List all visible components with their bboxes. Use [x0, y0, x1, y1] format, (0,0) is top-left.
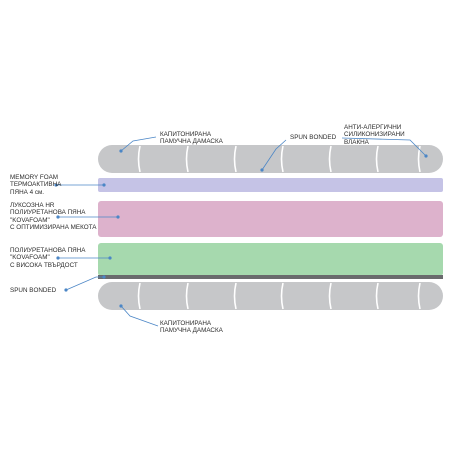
leader-spun-bonded-bottom — [65, 276, 104, 291]
label-line: ПОЛИУРЕТАНОВА ПЯНА — [10, 209, 86, 217]
label-hr-foam: ЛУКСОЗНА HR ПОЛИУРЕТАНОВА ПЯНА "KOVAFOAM… — [10, 202, 96, 232]
label-line: SPUN BONDED — [10, 287, 57, 294]
label-line: ПАМУЧНА ДАМАСКА — [160, 138, 223, 146]
label-line: ПОЛИУРЕТАНОВА ПЯНА — [10, 247, 86, 254]
bottom-damask-layer — [98, 282, 443, 310]
label-line: ВЛАКНА — [344, 138, 369, 146]
top-damask-body — [98, 145, 443, 173]
leader-spun-bonded-top — [261, 139, 287, 171]
hr-foam-layer — [98, 201, 443, 237]
label-line: СИЛИКОНИЗИРАНИ — [344, 131, 405, 139]
label-bottom-damask: КАПИТОНИРАНА ПАМУЧНА ДАМАСКА — [160, 320, 223, 335]
label-line: ЛУКСОЗНА HR — [10, 202, 55, 209]
polyurethane-foam-layer — [98, 243, 443, 276]
label-line: С ОПТИМИЗИРАНА МЕКОТА — [10, 224, 97, 232]
label-line: SPUN BONDED — [290, 134, 337, 141]
label-line: ПЯНА 4 см. — [10, 188, 45, 196]
leader-top-damask — [120, 136, 157, 152]
bottom-damask-quilting — [137, 282, 421, 310]
label-polyurethane-foam: ПОЛИУРЕТАНОВА ПЯНА "KOVAFOAM" С ВИСОКА Т… — [10, 247, 85, 269]
leader-dots — [54, 149, 428, 308]
label-line: ПАМУЧНА ДАМАСКА — [160, 327, 223, 335]
label-line: КАПИТОНИРАНА — [160, 320, 212, 327]
leader-lines — [56, 136, 427, 327]
label-line: "KOVAFOAM" — [10, 216, 50, 224]
label-line: АНТИ-АЛЕРГИЧНИ — [344, 124, 402, 131]
label-line: MEMORY FOAM — [10, 174, 59, 181]
label-anti-allergic: АНТИ-АЛЕРГИЧНИ СИЛИКОНИЗИРАНИ ВЛАКНА — [344, 124, 405, 146]
leader-anti-allergic — [341, 137, 427, 157]
spun-bonded-layer — [98, 275, 443, 279]
label-memory-foam: MEMORY FOAM ТЕРМОАКТИВНА ПЯНА 4 см. — [10, 174, 61, 196]
label-line: С ВИСОКА ТВЪРДОСТ — [10, 261, 78, 269]
label-top-damask: КАПИТОНИРАНА ПАМУЧНА ДАМАСКА — [160, 131, 223, 146]
label-line: КАПИТОНИРАНА — [160, 131, 212, 138]
top-damask-quilting — [137, 145, 421, 173]
memory-foam-layer — [98, 178, 443, 192]
bottom-damask-body — [98, 282, 443, 310]
label-spun-bonded-bottom: SPUN BONDED — [10, 287, 56, 294]
label-line: ТЕРМОАКТИВНА — [10, 181, 62, 189]
top-damask-layer — [98, 145, 443, 173]
label-spun-bonded-top: SPUN BONDED — [290, 134, 336, 141]
label-line: "KOVAFOAM" — [10, 254, 50, 262]
leader-bottom-damask — [120, 305, 159, 327]
